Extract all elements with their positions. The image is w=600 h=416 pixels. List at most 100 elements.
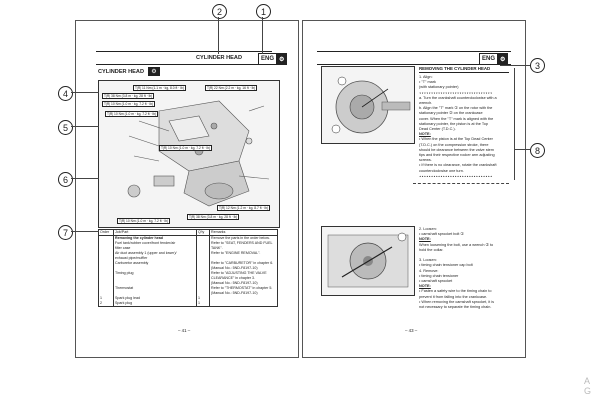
callout-8: 8 [530, 143, 545, 158]
cell-remarks: (Manual No.: 5ND-F8197-10) [209, 266, 278, 271]
instruction-line: 1. Align: [419, 75, 433, 79]
callout-3: 3 [530, 58, 545, 73]
cell-remarks: (Manual No.: 5ND-F8197-10) [209, 281, 278, 286]
instruction-line: 3. Loosen: [419, 258, 437, 263]
page-number: – 43 – [405, 328, 418, 333]
instruction-line: ▼▼▼▼▼▼▼▼▼▼▼▼▼▼▼▼▼▼▼▼▼▼▼▼▼▼▼▼▼▼▼ [419, 91, 493, 95]
torque-label: T|R| 22 Nm (2.2 m · kg, 16 ft · lb) [205, 85, 258, 91]
torque-label: T|R| 10 Nm (1.0 m · kg, 7.2 ft · lb) [159, 145, 213, 151]
torque-label: T|R| 38 Nm (3.8 m · kg, 28 ft · lb) [187, 214, 240, 220]
callout-6: 6 [58, 172, 73, 187]
instruction-line: (T.D.C.) on the compression stroke, ther… [419, 142, 489, 147]
instruction-line: • timing chain tensioner cap bolt [419, 263, 473, 268]
table-row: Air duct assembly 1 (upper and lower)/Re… [98, 251, 278, 256]
instruction-line: • timing chain tensioner [419, 273, 459, 278]
instruction-line: NOTE: [419, 132, 431, 137]
torque-label: T|R| 10 Nm (1.0 m · kg, 7.2 ft · lb) [102, 101, 156, 107]
instruction-line: 4. Remove: [419, 268, 439, 273]
instruction-line: screws. [419, 158, 432, 163]
cell-order: 2 [98, 301, 114, 307]
torque-label: T|R| 12 Nm (1.2 m · kg, 8.7 ft · lb) [217, 205, 271, 211]
col-remarks: Remarks [209, 229, 278, 236]
instruction-line: • "T" mark [419, 80, 436, 85]
cell-remarks: Refer to "THERMOSTAT" in chapter 5. [209, 286, 278, 291]
cylinder-head-illustration [127, 100, 270, 207]
instruction-line: • Fasten a safety wire to the timing cha… [419, 289, 492, 294]
instruction-line: cover. When the "T" mark is aligned with… [419, 116, 494, 121]
camshaft-sprocket-photo [321, 226, 415, 296]
instruction-line: When loosening the bolt, use a wrench ② … [419, 242, 494, 247]
cell-remarks: Remove the parts in the order below. [209, 235, 278, 241]
instruction-line: ▲▲▲▲▲▲▲▲▲▲▲▲▲▲▲▲▲▲▲▲▲▲▲▲▲▲▲▲▲▲▲ [419, 174, 493, 178]
callout-4: 4 [58, 86, 73, 101]
cell-remarks: Refer to "ENGINE REMOVAL". [209, 251, 278, 256]
instruction-line: • camshaft sprocket [419, 279, 453, 283]
cell-remarks: Refer to "CARBURETOR" in chapter 6. [209, 261, 278, 266]
instruction-line: 2. Loosen: [419, 227, 437, 231]
table-row: (Manual No.: 5ND-F8197-10) [98, 281, 278, 286]
instruction-line: tips and their respective rocker arm adj… [419, 153, 495, 157]
section-heading: REMOVING THE CYLINDER HEAD [419, 66, 491, 71]
left-page: CYLINDER HEAD ENG ⚙ CYLINDER HEAD ⚙ [75, 20, 299, 358]
instruction-line: wrench. [419, 101, 433, 105]
torque-label: T|R| 10 Nm (1.0 m · kg, 7.2 ft · lb) [105, 111, 159, 117]
instruction-line: prevent it from falling into the crankca… [419, 294, 488, 299]
section-title: CYLINDER HEAD [98, 69, 144, 75]
instruction-line: (with stationary pointer) [419, 85, 459, 90]
cell-remarks: CLEARANCE" in chapter 3. [209, 276, 278, 281]
cell-remarks [209, 296, 278, 301]
table-row: exhaust pipe/muffler [98, 256, 278, 261]
engine-icon: ⚙ [277, 54, 287, 64]
instruction-line: • If there is no clearance, rotate the c… [419, 163, 497, 168]
cell-job: Spark plug [113, 301, 197, 307]
cell-remarks: (Manual No.: 5ND-F8197-10) [209, 291, 278, 296]
cell-remarks [209, 256, 278, 261]
cell-remarks [209, 301, 278, 307]
parts-table: Order Job/Part Q'ty Remarks Removing the… [98, 229, 278, 307]
table-row: (Manual No.: 5ND-F8197-10) [98, 291, 278, 296]
callout-2: 2 [212, 4, 227, 19]
cell-remarks: Refer to "SEAT, FENDERS AND FUEL [209, 241, 278, 246]
page-number: – 41 – [178, 328, 191, 333]
callout-5: 5 [58, 120, 73, 135]
table-row: (Manual No.: 5ND-F8197-10) [98, 266, 278, 271]
engine-section-icon: ⚙ [148, 67, 160, 76]
callout-1: 1 [256, 4, 271, 19]
exploded-view-diagram: T|R| 11 Nm (1.1 m · kg, 8.0 ft · lb) T|R… [98, 80, 280, 228]
cell-remarks: TANK". [209, 246, 278, 251]
instruction-line: a. Turn the crankshaft counterclockwise … [419, 95, 497, 100]
callout-7: 7 [58, 225, 73, 240]
instruction-line: hold the collar. [419, 247, 444, 252]
engine-icon: ⚙ [498, 54, 508, 64]
cell-remarks: Refer to "ADJUSTING THE VALVE [209, 271, 278, 276]
header-title: CYLINDER HEAD [196, 55, 242, 61]
instruction-line: • camshaft sprocket bolt ① [419, 232, 464, 237]
cell-qty: 1 [196, 301, 210, 307]
table-row: CLEARANCE" in chapter 3. [98, 276, 278, 281]
torque-label: T|R| 38 Nm (3.8 m · kg, 28 ft · lb) [102, 93, 155, 99]
right-page: ENG ⚙ REMOVING THE CYLINDER HEAD 1. Alig… [302, 20, 526, 358]
instruction-line: • When the piston is at the Top Dead Cen… [419, 137, 493, 142]
instruction-line: counterclockwise one turn. [419, 168, 464, 173]
torque-label: T|R| 10 Nm (1.0 m · kg, 7.2 ft · lb) [117, 218, 171, 224]
torque-label: T|R| 11 Nm (1.1 m · kg, 8.0 ft · lb) [133, 85, 186, 91]
watermark: A G [584, 376, 592, 396]
rotor-alignment-photo [321, 66, 415, 144]
instruction-line: stationary pointer ② on the crankcase [419, 111, 483, 116]
instruction-line: stationary pointer, the piston is at the… [419, 121, 488, 126]
instruction-line: not necessary to separate the timing cha… [419, 305, 492, 309]
instruction-line: should be clearance between the valve st… [419, 147, 494, 152]
instruction-line: NOTE: [419, 237, 431, 242]
instruction-line: NOTE: [419, 284, 431, 289]
instruction-line: • When removing the camshaft sprocket, i… [419, 299, 494, 304]
instruction-line: Dead Center (T.D.C.). [419, 127, 456, 131]
instruction-line: b. Align the "T" mark ① on the rotor wit… [419, 106, 493, 111]
